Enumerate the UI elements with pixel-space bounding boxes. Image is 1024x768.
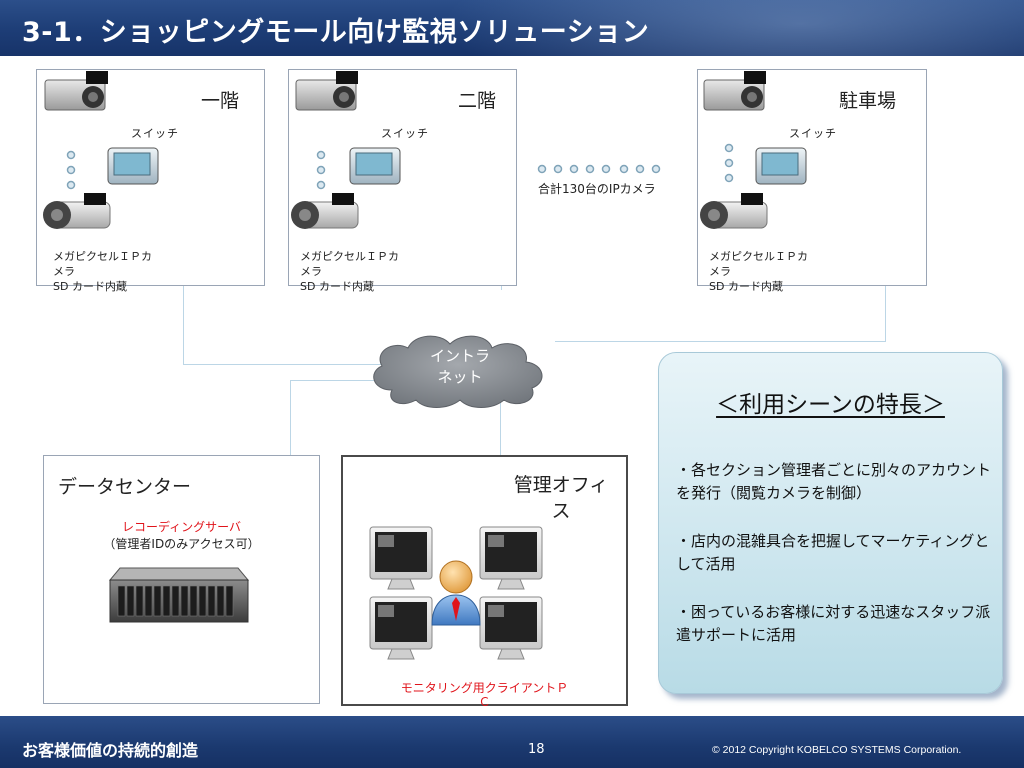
features-panel bbox=[658, 352, 1003, 694]
footer-bar bbox=[0, 716, 1024, 768]
floor-1-title: 一階 bbox=[201, 90, 240, 112]
floor-2-switch-label: スイッチ bbox=[381, 127, 429, 140]
parking-title: 駐車場 bbox=[839, 90, 897, 112]
total-cameras-label: 合計130台のIPカメラ bbox=[538, 182, 656, 196]
office-title: 管理オフィス bbox=[513, 474, 609, 522]
monitor-icon bbox=[369, 526, 433, 590]
floor-devices bbox=[43, 71, 807, 229]
switch-icon bbox=[107, 147, 159, 185]
server-note: （管理者IDのみアクセス可） bbox=[103, 537, 260, 551]
cloud-label: イントラネット bbox=[429, 347, 490, 386]
monitor-icon bbox=[479, 596, 543, 660]
footer-tagline: お客様価値の持続的創造 bbox=[22, 741, 199, 760]
floor-1-switch-label: スイッチ bbox=[131, 127, 179, 140]
cloud-icon bbox=[373, 335, 543, 408]
server-icon bbox=[108, 567, 250, 623]
datacenter-title: データセンター bbox=[58, 476, 192, 498]
monitor-icon bbox=[369, 596, 433, 660]
box-camera-icon bbox=[44, 71, 108, 111]
switch-icon bbox=[755, 147, 807, 185]
feature-point-3: ・困っているお客様に対する迅速なスタッフ派遣サポートに活用 bbox=[676, 603, 991, 644]
box-camera-icon bbox=[295, 71, 358, 111]
features-title: ＜利用シーンの特長＞ bbox=[716, 392, 945, 418]
feature-point-2: ・店内の混雑具合を把握してマーケティングとして活用 bbox=[676, 532, 990, 573]
slide-title: 3-1．ショッピングモール向け監視ソリューション bbox=[22, 17, 650, 48]
monitoring-clients bbox=[369, 526, 543, 660]
administrator-icon bbox=[431, 560, 481, 626]
bullet-camera-icon bbox=[43, 193, 111, 229]
switch-icon bbox=[349, 147, 401, 185]
floor-2-title: 二階 bbox=[458, 90, 497, 112]
box-camera-icon bbox=[703, 71, 766, 111]
more-cameras-dots bbox=[537, 164, 661, 174]
server-label: レコーディングサーバ bbox=[121, 520, 242, 534]
bullet-camera-icon bbox=[700, 193, 768, 229]
header-bar bbox=[0, 0, 1024, 56]
office-box bbox=[341, 455, 628, 706]
copyright: © 2012 Copyright KOBELCO SYSTEMS Corpora… bbox=[712, 744, 962, 756]
bullet-camera-icon bbox=[291, 193, 359, 229]
monitor-icon bbox=[479, 526, 543, 590]
page-number: 18 bbox=[528, 742, 545, 757]
parking-switch-label: スイッチ bbox=[789, 127, 837, 140]
feature-point-1: ・各セクション管理者ごとに別々のアカウントを発行（閲覧カメラを制御） bbox=[676, 461, 992, 502]
